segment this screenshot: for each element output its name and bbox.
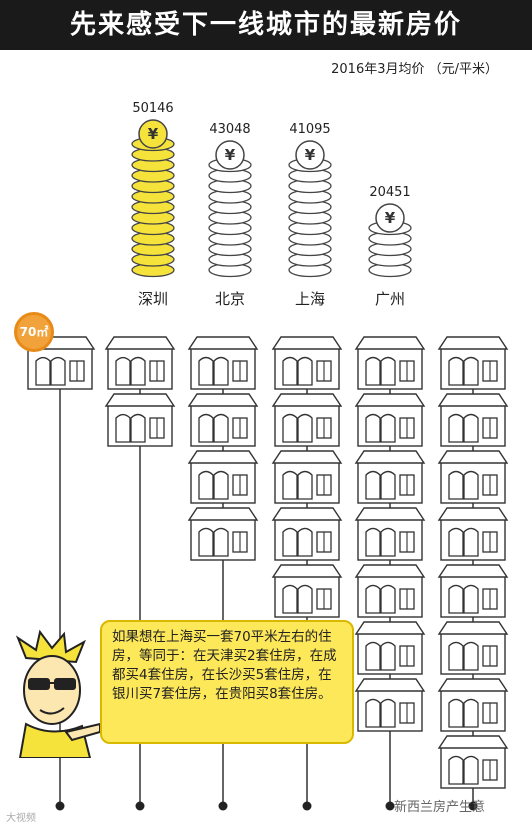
house-icon [354,336,426,390]
house-icon [354,450,426,504]
house-icon [271,564,343,618]
watermark-right: 新西兰房产生意 [394,800,486,815]
house-icon [187,450,259,504]
size-badge: 70㎡ [14,312,54,352]
house-icon [437,507,509,561]
column-dot [468,801,478,811]
house-icon [354,564,426,618]
house-icon [437,393,509,447]
column-dot [302,801,312,811]
column-dot [135,801,145,811]
house-icon [437,336,509,390]
house-icon [104,336,176,390]
house-icon [104,393,176,447]
house-icon [437,678,509,732]
svg-text:¥: ¥ [225,146,236,164]
category-label: 广州 [375,290,405,308]
house-icon [354,621,426,675]
info-bubble: 如果想在上海买一套70平米左右的住房，等同于：在天津买2套住房，在成都买4套住房… [100,620,354,744]
house-icon [354,678,426,732]
value-label: 41095 [289,122,330,137]
house-icon [437,450,509,504]
category-label: 北京 [215,290,245,308]
column-dot [385,801,395,811]
category-label: 深圳 [138,290,168,308]
value-label: 20451 [369,185,410,200]
house-icon [271,336,343,390]
house-icon [271,450,343,504]
house-icon [187,393,259,447]
house-icon [437,735,509,789]
coin-stack-bar: ¥ [208,140,252,278]
title-banner [0,0,532,50]
cartoon-man-icon [15,629,101,758]
column-dot [218,801,228,811]
page-title: 先来感受下一线城市的最新房价 [69,10,462,40]
house-icon [437,621,509,675]
category-label: 上海 [295,290,325,308]
house-icon [187,507,259,561]
watermark-left: 大视频 [6,813,36,824]
house-icon [187,336,259,390]
svg-text:¥: ¥ [385,209,396,227]
house-icon [354,393,426,447]
value-label: 43048 [209,122,250,137]
svg-text:¥: ¥ [148,125,159,143]
coin-stack-bar: ¥ [288,140,332,278]
column-dot [55,801,65,811]
value-label: 50146 [132,101,173,116]
chart-subtitle: 2016年3月均价 （元/平米） [331,62,498,77]
house-icon [437,564,509,618]
coin-stack-bar: ¥ [131,119,175,278]
house-icon [354,507,426,561]
svg-text:¥: ¥ [305,146,316,164]
coin-stack-bar: ¥ [368,203,412,278]
house-icon [271,393,343,447]
house-icon [271,507,343,561]
